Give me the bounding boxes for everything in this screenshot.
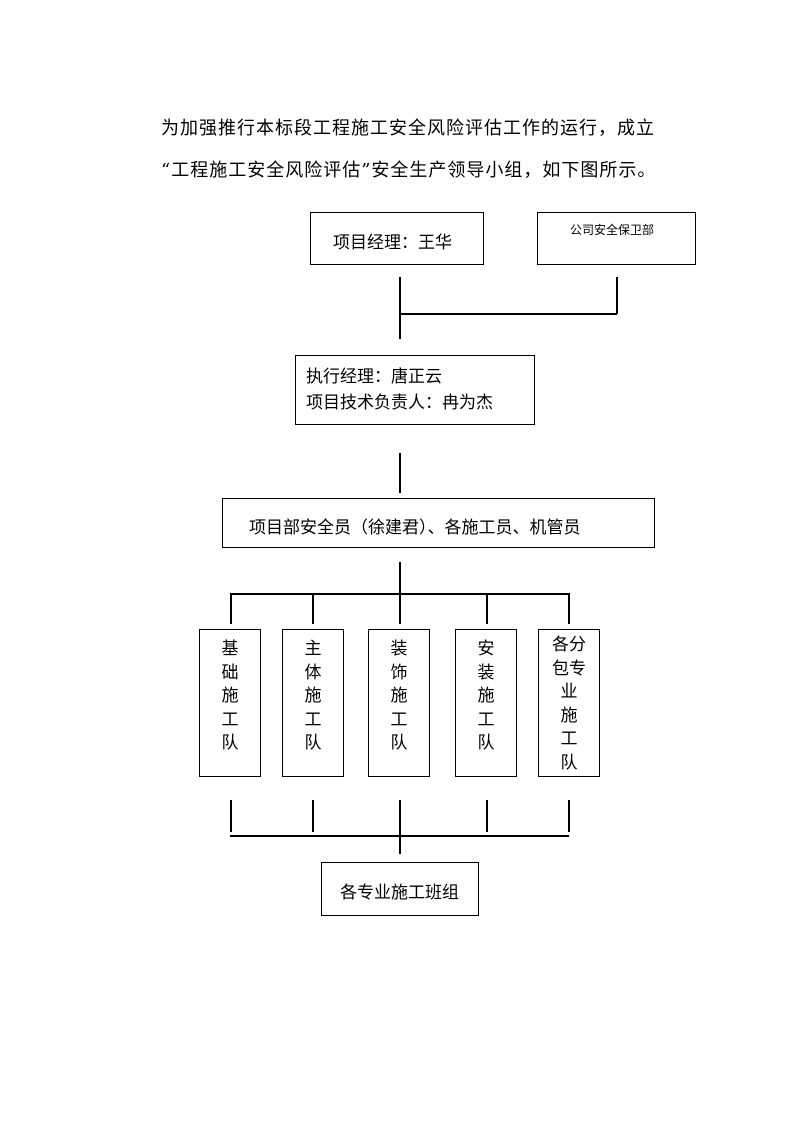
team-box-foundation: 基 础 施 工 队 <box>199 629 261 777</box>
security-dept-label: 公司安全保卫部 <box>570 223 655 237</box>
team-label-foundation: 基 础 施 工 队 <box>221 639 239 753</box>
connector-team-4-top <box>486 593 488 624</box>
connector-team-1-top <box>230 593 232 624</box>
tech-lead-label: 项目技术负责人：冉为杰 <box>306 393 493 413</box>
team-box-structure: 主 体 施 工 队 <box>282 629 344 777</box>
team-box-subcontract: 各分 包专 业 施 工 队 <box>538 629 600 777</box>
project-manager-box: 项目经理：王华 <box>310 212 484 265</box>
safety-staff-label: 项目部安全员（徐建君）、各施工员、机管员 <box>249 518 581 538</box>
connector-team-3-bottom <box>399 800 401 854</box>
connector-exec-down <box>399 453 401 493</box>
connector-manager-down <box>399 277 401 339</box>
connector-team-5-top <box>568 593 570 624</box>
connector-team-1-bottom <box>230 800 232 832</box>
team-label-structure: 主 体 施 工 队 <box>304 639 322 753</box>
connector-team-2-top <box>312 593 314 624</box>
connector-teams-bottom-horizontal <box>230 835 569 837</box>
team-box-installation: 安 装 施 工 队 <box>455 629 517 777</box>
intro-line-2: “工程施工安全风险评估”安全生产领导小组，如下图所示。 <box>161 160 657 181</box>
connector-team-5-bottom <box>568 800 570 832</box>
project-manager-label: 项目经理：王华 <box>333 233 452 253</box>
team-label-subcontract: 各分 包专 业 施 工 队 <box>552 635 586 773</box>
connector-team-2-bottom <box>312 800 314 832</box>
team-label-installation: 安 装 施 工 队 <box>477 639 495 753</box>
safety-staff-box: 项目部安全员（徐建君）、各施工员、机管员 <box>222 498 655 548</box>
work-groups-box: 各专业施工班组 <box>321 862 479 916</box>
security-dept-box: 公司安全保卫部 <box>537 212 696 265</box>
intro-line-1: 为加强推行本标段工程施工安全风险评估工作的运行，成立 <box>161 118 655 139</box>
exec-tech-box: 执行经理：唐正云 项目技术负责人：冉为杰 <box>295 355 535 425</box>
connector-team-4-bottom <box>486 800 488 832</box>
team-label-decoration: 装 饰 施 工 队 <box>390 639 408 753</box>
connector-top-horizontal <box>399 313 617 315</box>
exec-manager-label: 执行经理：唐正云 <box>306 367 442 387</box>
connector-teams-top-horizontal <box>230 593 569 595</box>
connector-security-down <box>616 277 618 314</box>
team-box-decoration: 装 饰 施 工 队 <box>368 629 430 777</box>
work-groups-label: 各专业施工班组 <box>340 883 459 903</box>
